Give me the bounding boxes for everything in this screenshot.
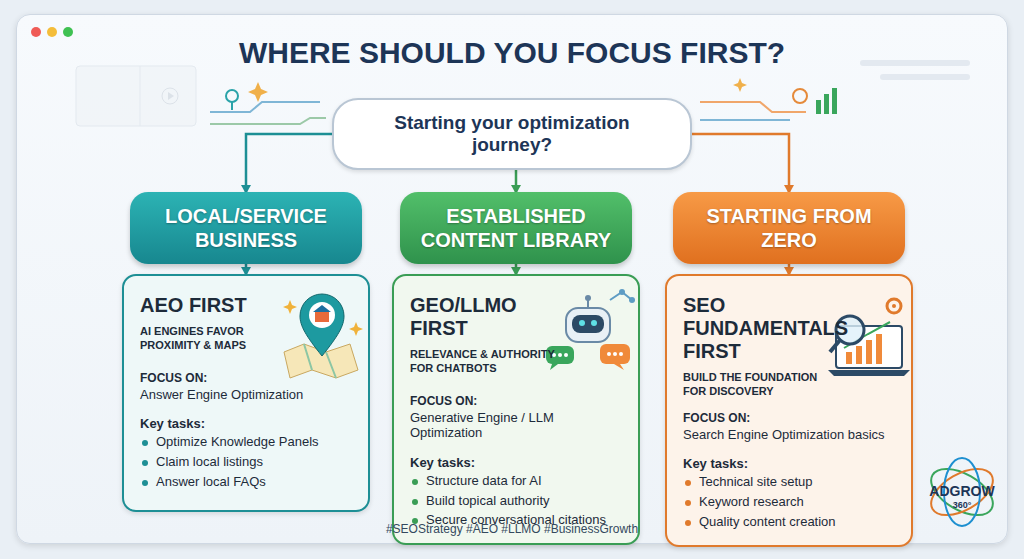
task-row: Claim local listings	[140, 454, 352, 471]
category-pill: ESTABLISHED CONTENT LIBRARY	[400, 192, 632, 264]
laptop-chart-icon	[828, 299, 910, 376]
task-row: Optimize Knowledge Panels	[140, 434, 352, 451]
window-dot	[31, 27, 41, 37]
card-subheading: BUILD THE FOUNDATION FOR DISCOVERY	[683, 371, 829, 399]
card-heading: SEO FUNDAMENTALS FIRST	[683, 294, 833, 363]
path-card: AEO FIRST AI ENGINES FAVOR PROXIMITY & MA…	[122, 274, 370, 512]
tasks-label: Key tasks:	[410, 455, 622, 470]
task-item: Optimize Knowledge Panels	[156, 434, 319, 451]
category-title: STARTING FROM ZERO	[685, 204, 893, 252]
task-row: Technical site setup	[683, 474, 895, 491]
card-subheading: RELEVANCE & AUTHORITY FOR CHATBOTS	[410, 348, 556, 376]
focus-label: FOCUS ON:	[683, 411, 895, 425]
path-card: GEO/LLMO FIRST RELEVANCE & AUTHORITY FOR …	[392, 274, 640, 545]
flow-arrow	[245, 264, 248, 274]
prompt-text: Starting your optimization journey?	[352, 112, 672, 156]
task-item: Structure data for AI	[426, 473, 542, 490]
bullet-dot	[685, 480, 691, 486]
focus-text: Search Engine Optimization basics	[683, 427, 895, 443]
card-heading: AEO FIRST	[140, 294, 280, 317]
bullet-dot	[685, 500, 691, 506]
task-row: Build topical authority	[410, 493, 622, 510]
tasks-label: Key tasks:	[683, 456, 895, 471]
flow-arrow	[515, 264, 518, 274]
category-title: ESTABLISHED CONTENT LIBRARY	[412, 204, 620, 252]
focus-label: FOCUS ON:	[140, 371, 352, 385]
flow-arrow	[692, 134, 789, 192]
start-pill: Starting your optimization journey?	[332, 98, 692, 170]
category-pill: LOCAL/SERVICE BUSINESS	[130, 192, 362, 264]
window-dot	[63, 27, 73, 37]
deco-browser	[76, 66, 196, 126]
bullet-dot	[142, 460, 148, 466]
task-row: Structure data for AI	[410, 473, 622, 490]
task-row: Keyword research	[683, 494, 895, 511]
focus-text: Generative Engine / LLM Optimization	[410, 410, 622, 441]
bullet-dot	[685, 520, 691, 526]
flow-arrow	[788, 264, 791, 274]
bullet-dot	[412, 479, 418, 485]
focus-label: FOCUS ON:	[410, 394, 622, 408]
task-item: Build topical authority	[426, 493, 550, 510]
task-item: Technical site setup	[699, 474, 812, 491]
logo-subtext: 360°	[922, 500, 1002, 510]
caption-text: #SEOStrategy #AEO #LLMO #BusinessGrowth	[0, 522, 1024, 536]
card-subheading: AI ENGINES FAVOR PROXIMITY & MAPS	[140, 325, 286, 353]
map-pin-icon	[283, 294, 363, 378]
bullet-dot	[412, 499, 418, 505]
title-text: WHERE SHOULD YOU FOCUS FIRST?	[0, 36, 1024, 70]
flow-arrow	[515, 170, 518, 192]
category-title: LOCAL/SERVICE BUSINESS	[142, 204, 350, 252]
window-dot	[47, 27, 57, 37]
focus-text: Answer Engine Optimization	[140, 387, 352, 403]
task-item: Claim local listings	[156, 454, 263, 471]
bullet-dot	[142, 440, 148, 446]
logo-rings	[924, 458, 1001, 526]
flow-arrow	[246, 134, 332, 192]
category-pill: STARTING FROM ZERO	[673, 192, 905, 264]
task-item: Quality content creation	[699, 514, 836, 531]
path-card: SEO FUNDAMENTALS FIRST BUILD THE FOUNDATI…	[665, 274, 913, 547]
card-heading: GEO/LLMO FIRST	[410, 294, 550, 340]
task-row: Answer local FAQs	[140, 474, 352, 491]
logo-text: ADGROW	[922, 483, 1002, 499]
robot-icon	[546, 289, 635, 370]
tasks-label: Key tasks:	[140, 416, 352, 431]
task-item: Answer local FAQs	[156, 474, 266, 491]
bullet-dot	[142, 480, 148, 486]
task-item: Keyword research	[699, 494, 804, 511]
task-row: Quality content creation	[683, 514, 895, 531]
